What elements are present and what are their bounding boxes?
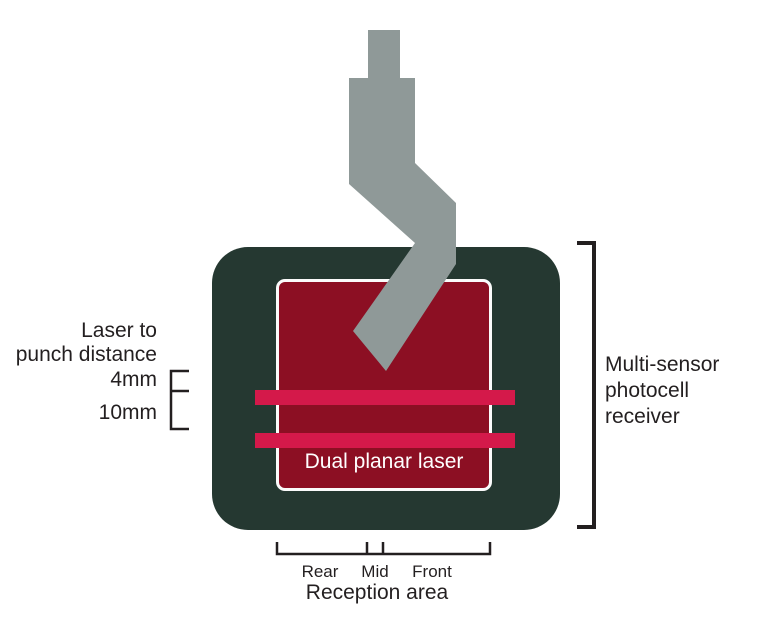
distance-bracket: [169, 369, 189, 431]
receiver-label-line2: photocell: [605, 379, 690, 402]
laser-to-punch-label-line1: Laser to: [81, 319, 157, 342]
laser-to-punch-label-line2: punch distance: [15, 343, 157, 366]
front-zone-label: Front: [412, 562, 452, 581]
receiver-label-line1: Multi-sensor: [605, 353, 720, 376]
reception-area-label: Reception area: [305, 581, 449, 604]
reception-bracket: [275, 542, 492, 556]
distance-4mm-label: 4mm: [110, 368, 157, 391]
multi-sensor-receiver-label: Multi-sensor photocell receiver: [605, 352, 719, 430]
receiver-label-line3: receiver: [605, 405, 680, 428]
receiver-bracket: [577, 241, 596, 529]
mid-zone-label: Mid: [361, 562, 389, 581]
dual-planar-laser-label: Dual planar laser: [304, 450, 464, 473]
laser-beam-upper: [255, 390, 515, 405]
laser-beam-lower: [255, 433, 515, 448]
rear-zone-label: Rear: [301, 562, 339, 581]
distance-10mm-label: 10mm: [98, 401, 157, 424]
